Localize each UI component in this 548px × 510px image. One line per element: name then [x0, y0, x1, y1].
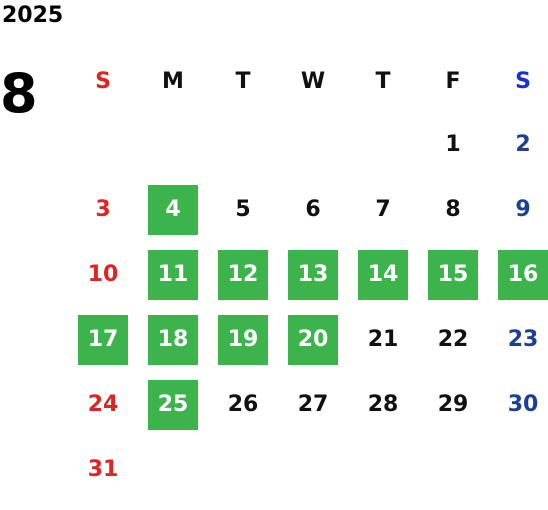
day-cell-21[interactable]: 21 [367, 327, 399, 352]
weekday-label-0: S [95, 69, 111, 94]
day-cell-17[interactable]: 17 [78, 315, 128, 365]
weekday-label-6: S [515, 69, 531, 94]
day-cell-1[interactable]: 1 [445, 132, 461, 157]
day-cell-14[interactable]: 14 [358, 250, 408, 300]
day-cell-30[interactable]: 30 [507, 392, 539, 417]
day-cell-25[interactable]: 25 [148, 380, 198, 430]
day-cell-10[interactable]: 10 [87, 262, 119, 287]
day-cell-11[interactable]: 11 [148, 250, 198, 300]
day-cell-15[interactable]: 15 [428, 250, 478, 300]
day-cell-31[interactable]: 31 [87, 457, 119, 482]
year-label: 2025 [2, 3, 64, 28]
day-cell-24[interactable]: 24 [87, 392, 119, 417]
day-cell-8[interactable]: 8 [445, 197, 461, 222]
day-cell-29[interactable]: 29 [437, 392, 469, 417]
month-number: 8 [0, 62, 38, 125]
weekday-label-5: F [445, 69, 461, 94]
weekday-label-3: W [300, 69, 326, 94]
day-cell-23[interactable]: 23 [507, 327, 539, 352]
weekday-label-2: T [235, 69, 251, 94]
day-cell-3[interactable]: 3 [95, 197, 111, 222]
day-cell-7[interactable]: 7 [375, 197, 391, 222]
day-cell-20[interactable]: 20 [288, 315, 338, 365]
day-cell-19[interactable]: 19 [218, 315, 268, 365]
day-cell-9[interactable]: 9 [515, 197, 531, 222]
day-cell-12[interactable]: 12 [218, 250, 268, 300]
day-cell-2[interactable]: 2 [515, 132, 531, 157]
day-cell-5[interactable]: 5 [235, 197, 251, 222]
day-cell-6[interactable]: 6 [305, 197, 321, 222]
day-cell-27[interactable]: 27 [297, 392, 329, 417]
day-cell-13[interactable]: 13 [288, 250, 338, 300]
day-cell-18[interactable]: 18 [148, 315, 198, 365]
weekday-label-1: M [162, 69, 184, 94]
day-cell-16[interactable]: 16 [498, 250, 548, 300]
weekday-label-4: T [375, 69, 391, 94]
day-cell-28[interactable]: 28 [367, 392, 399, 417]
day-cell-22[interactable]: 22 [437, 327, 469, 352]
day-cell-4[interactable]: 4 [148, 185, 198, 235]
day-cell-26[interactable]: 26 [227, 392, 259, 417]
